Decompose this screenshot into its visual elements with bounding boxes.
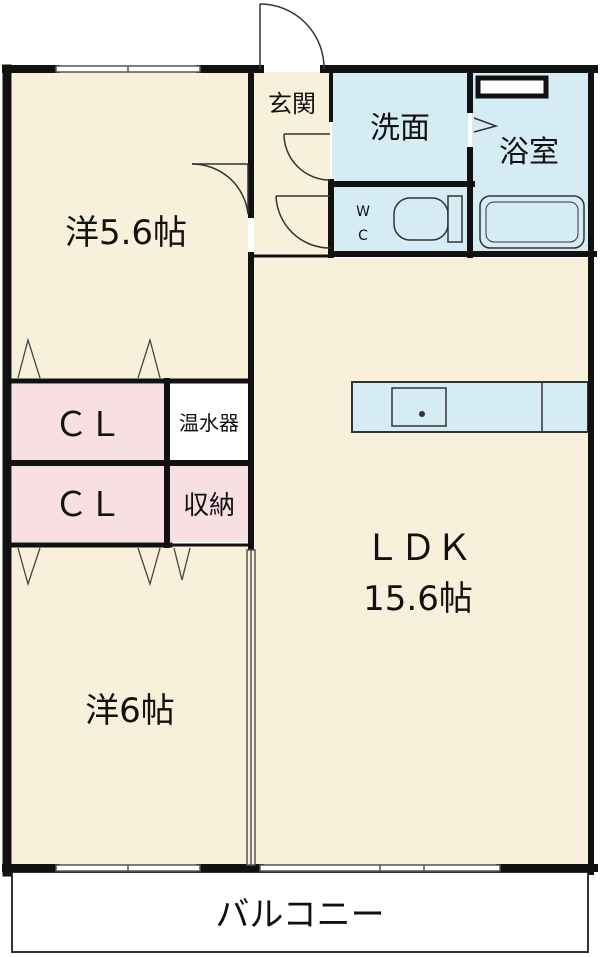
room-senmen xyxy=(332,72,468,182)
windows xyxy=(55,65,501,872)
kitchen-counter xyxy=(351,381,589,433)
room-label-cl-upper: ＣＬ xyxy=(54,405,122,445)
room-label-ldk-name: ＬＤＫ xyxy=(364,528,472,569)
room-genkan xyxy=(254,72,330,130)
balcony-area xyxy=(11,871,589,953)
closet-lower xyxy=(12,466,164,542)
bath-door xyxy=(473,117,499,133)
room-label-balcony: バルコニー xyxy=(215,895,384,935)
room-label-ldk-size: 15.6帖 xyxy=(363,579,473,619)
room-ldk xyxy=(254,258,588,866)
room-label-water-heater: 温水器 xyxy=(179,411,239,435)
bathtub-icon xyxy=(479,195,585,249)
storage-space xyxy=(170,466,248,542)
room-western-lower xyxy=(12,545,248,866)
water-heater-space xyxy=(170,384,248,460)
room-label-wc-w: W xyxy=(356,204,370,220)
room-label-western-upper: 洋5.6帖 xyxy=(65,213,187,253)
room-label-yokushitsu: 浴室 xyxy=(499,135,559,170)
bath-shelf xyxy=(475,75,549,99)
toilet-icon xyxy=(393,195,463,243)
entrance-door xyxy=(259,3,325,70)
room-label-storage: 収納 xyxy=(183,491,235,521)
room-label-wc-c: C xyxy=(358,228,368,244)
room-hall xyxy=(254,130,330,258)
closet-upper xyxy=(12,384,164,460)
closet-doors xyxy=(17,337,191,587)
walls xyxy=(2,64,598,877)
room-label-cl-lower: ＣＬ xyxy=(54,485,122,525)
room-western-upper xyxy=(12,72,248,379)
room-label-senmen: 洗面 xyxy=(370,111,430,146)
room-label-genkan: 玄関 xyxy=(268,90,316,118)
room-doors xyxy=(191,133,331,249)
room-label-western-lower: 洋6帖 xyxy=(85,691,175,731)
